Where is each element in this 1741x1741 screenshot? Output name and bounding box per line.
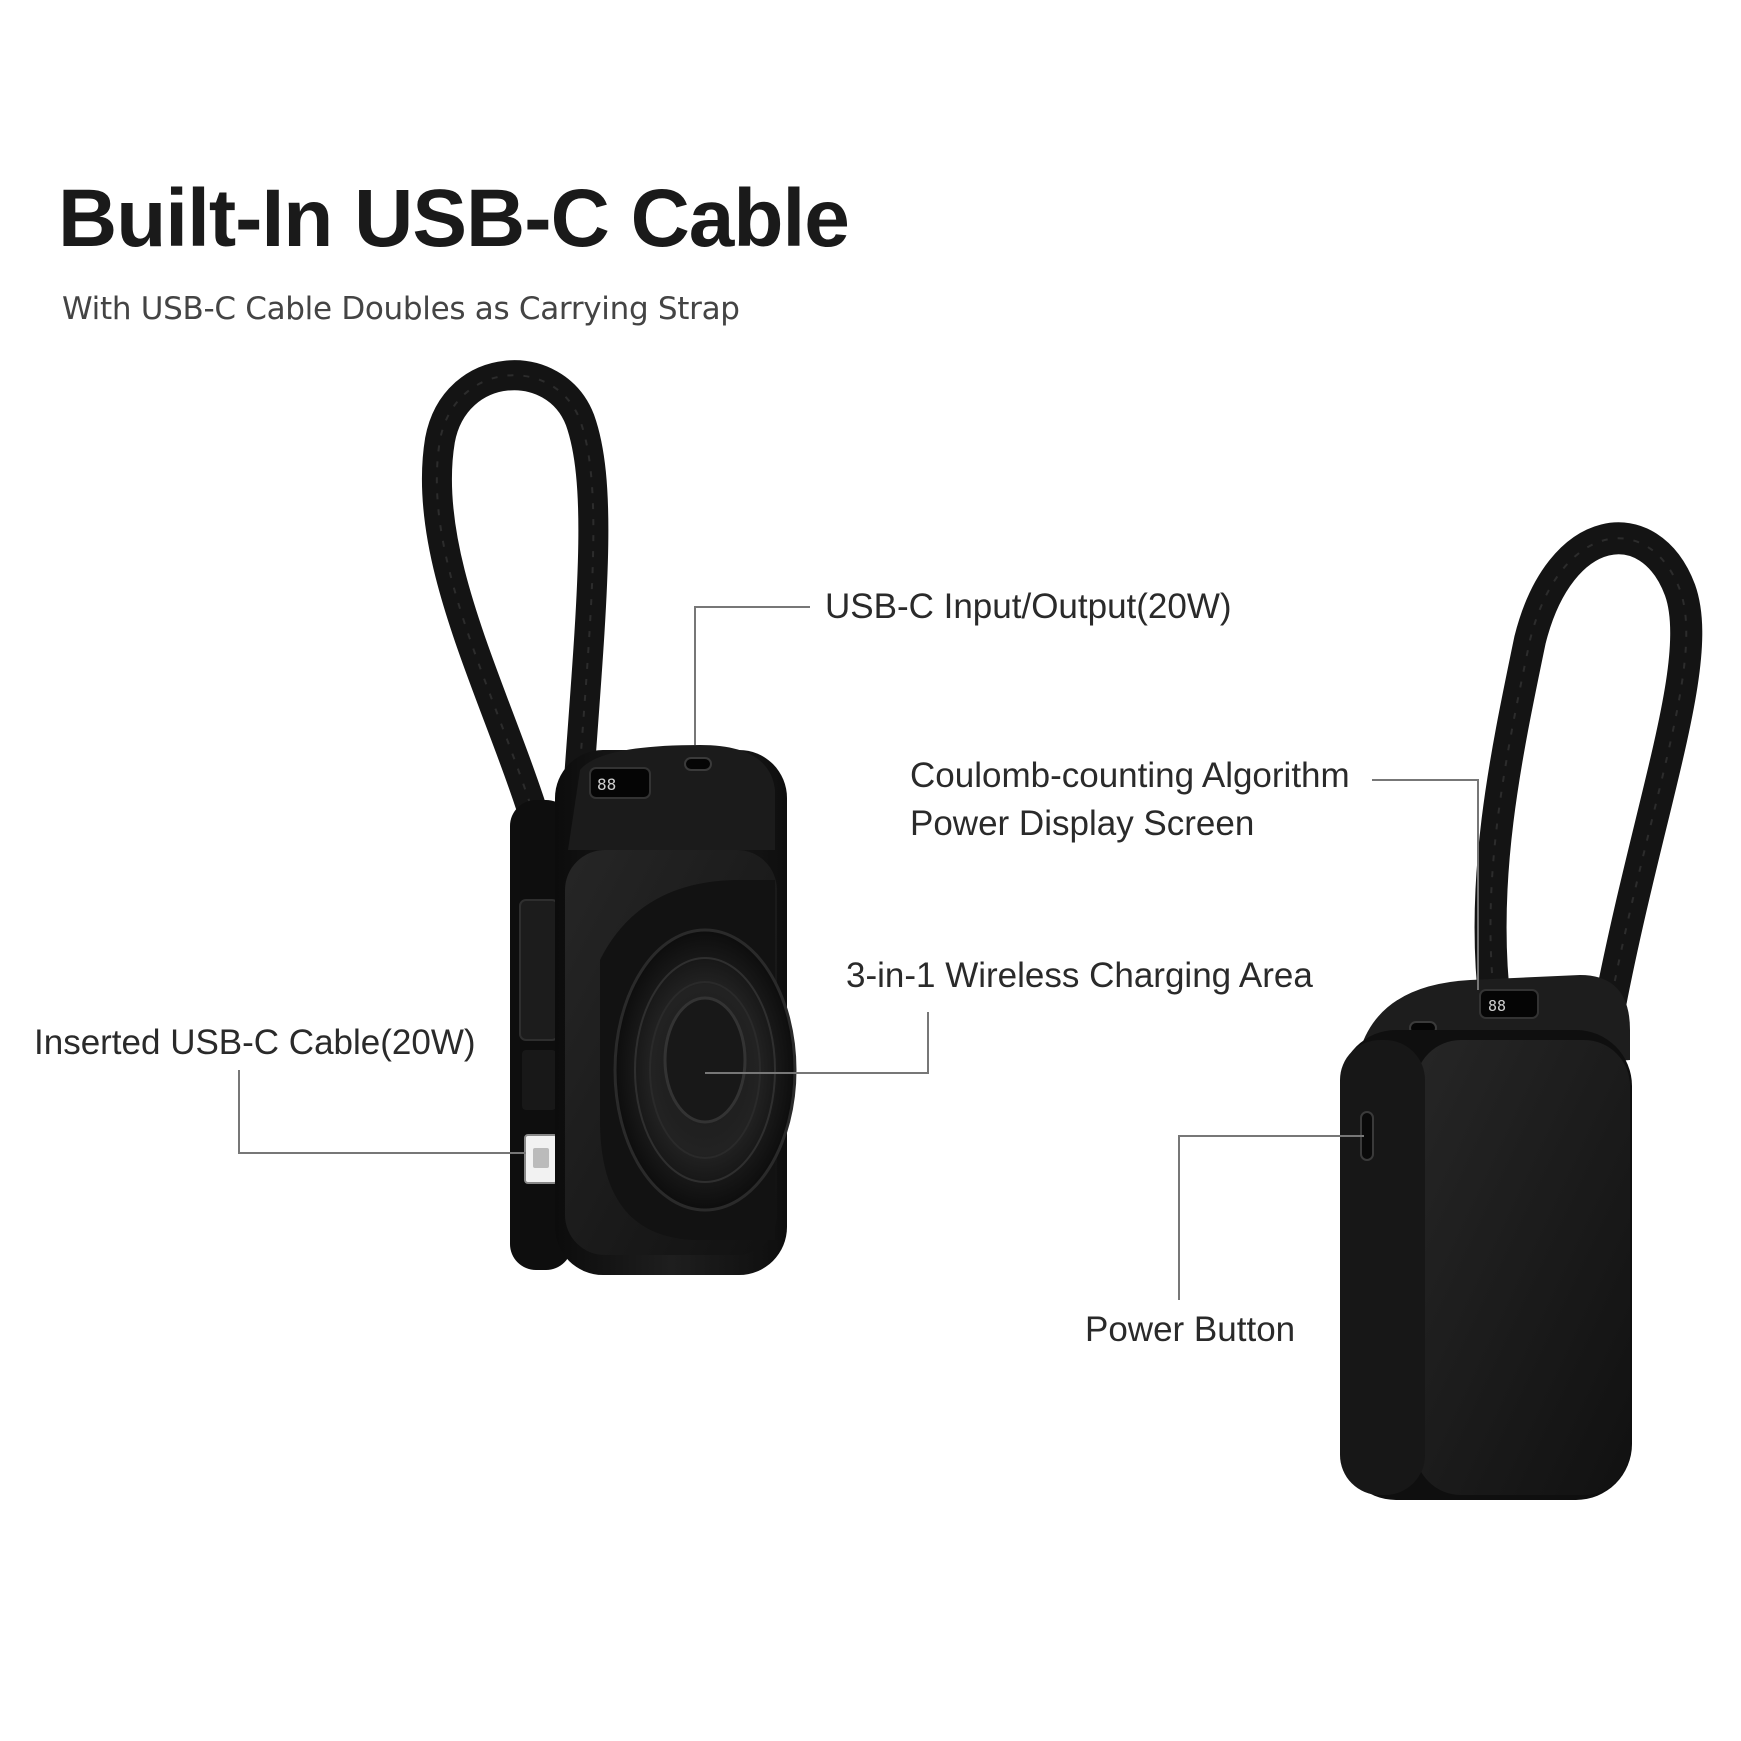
leader-usbc-io [694, 606, 810, 745]
leader-wireless [705, 1012, 929, 1074]
callout-wireless-charging: 3-in-1 Wireless Charging Area [846, 956, 1313, 995]
page-subtitle: With USB-C Cable Doubles as Carrying Str… [62, 291, 740, 327]
leader-inserted-cable [238, 1070, 526, 1154]
callout-inserted-cable: Inserted USB-C Cable(20W) [34, 1023, 476, 1062]
charging-coil-center [663, 996, 747, 1124]
svg-text:88: 88 [597, 775, 616, 794]
leader-power-button [1178, 1135, 1364, 1300]
page-title: Built-In USB-C Cable [58, 173, 850, 264]
power-display-screen [589, 767, 651, 799]
power-display-screen [1479, 989, 1539, 1019]
callout-leader-lines [238, 606, 1479, 1300]
svg-text:88: 88 [1488, 997, 1506, 1015]
leader-display [1372, 779, 1479, 990]
callout-power-button: Power Button [1085, 1310, 1296, 1349]
callout-power-display: Coulomb-counting Algorithm Power Display… [910, 756, 1350, 843]
cable-strap-loop [1474, 522, 1703, 1021]
power-bank-front-view: 88 [421, 360, 797, 1275]
power-bank-side-view: 88 [1340, 522, 1703, 1500]
callout-usbc-io: USB-C Input/Output(20W) [825, 587, 1232, 626]
cable-strap-loop [421, 360, 609, 850]
usbc-port [684, 757, 712, 771]
